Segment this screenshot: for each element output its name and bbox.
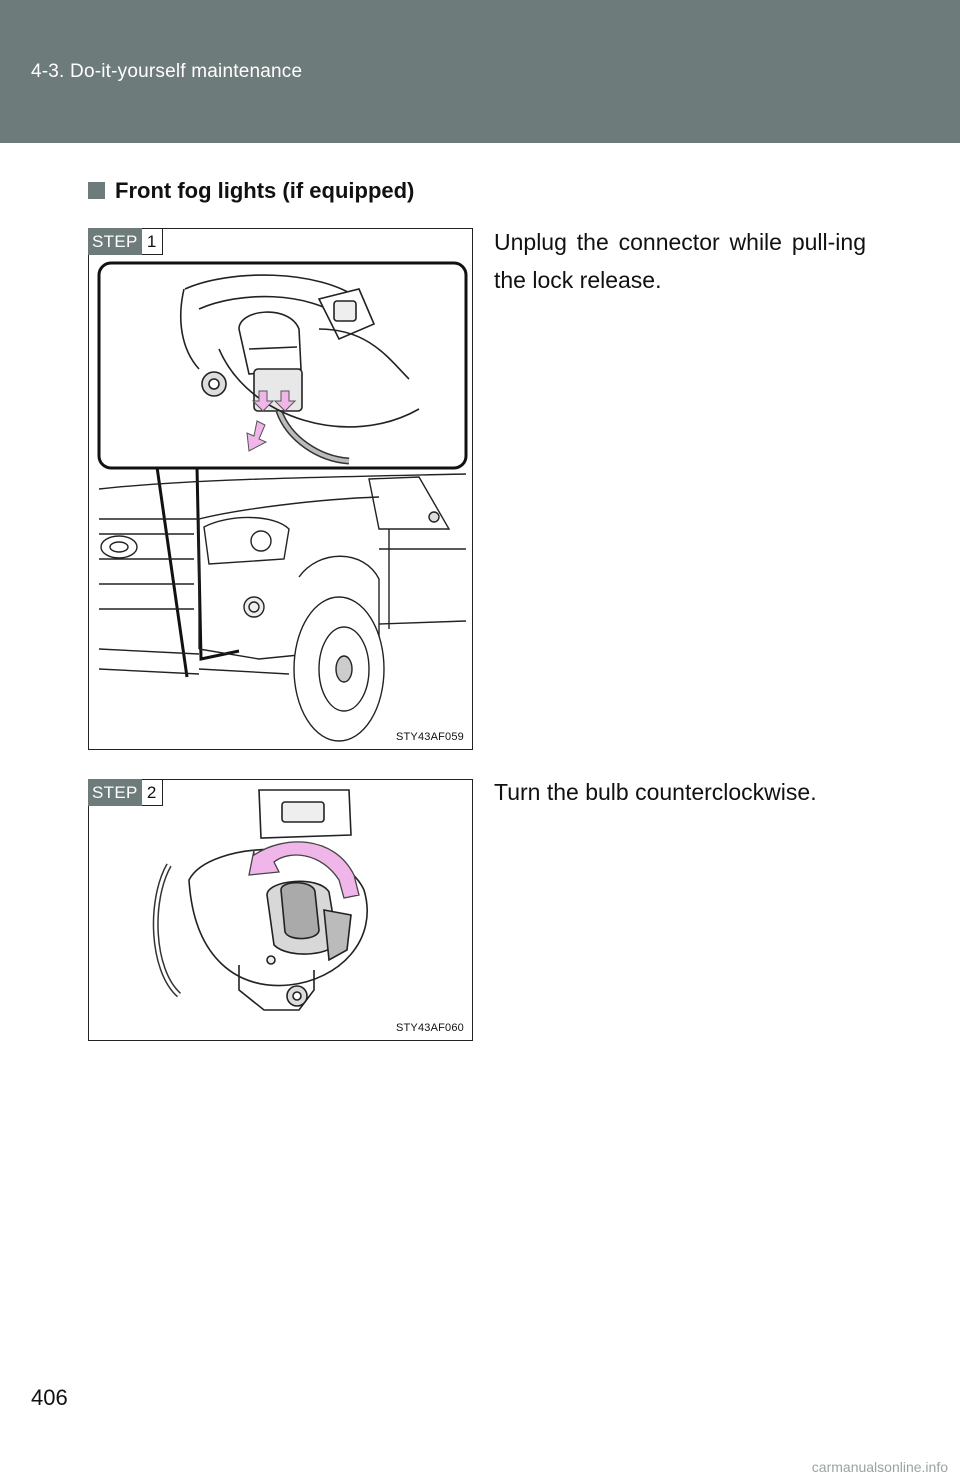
fog-bulb-rotation-illustration: [152, 789, 368, 1011]
figure-code: STY43AF060: [395, 1022, 464, 1034]
step-1-label: STEP 1: [88, 228, 163, 255]
page-number: 406: [31, 1385, 68, 1410]
step-2-figure: STEP 2 STY43AF060: [88, 779, 473, 1041]
step-word: STEP: [88, 228, 142, 255]
chapter-title: 4-3. Do-it-yourself maintenance: [31, 61, 303, 82]
section-heading-text: Front fog lights (if equipped): [115, 178, 415, 203]
step-number: 2: [141, 779, 163, 806]
fog-light-connector-illustration: [97, 261, 468, 742]
step-1-figure: STEP 1: [88, 228, 473, 750]
section-heading: Front fog lights (if equipped): [88, 178, 414, 204]
bullet-square-icon: [88, 182, 105, 199]
counterclockwise-arrow-icon: [248, 841, 360, 899]
step-word: STEP: [88, 779, 142, 806]
header-bar: 4-3. Do-it-yourself maintenance: [0, 0, 960, 143]
step-2-instruction: Turn the bulb counterclockwise.: [494, 779, 817, 805]
figure-code: STY43AF059: [395, 731, 464, 743]
step-2-label: STEP 2: [88, 779, 163, 806]
step-1-instruction: Unplug the connector while pull-ing the …: [494, 229, 866, 293]
step-number: 1: [141, 228, 163, 255]
watermark: carmanualsonline.info: [811, 1459, 948, 1475]
